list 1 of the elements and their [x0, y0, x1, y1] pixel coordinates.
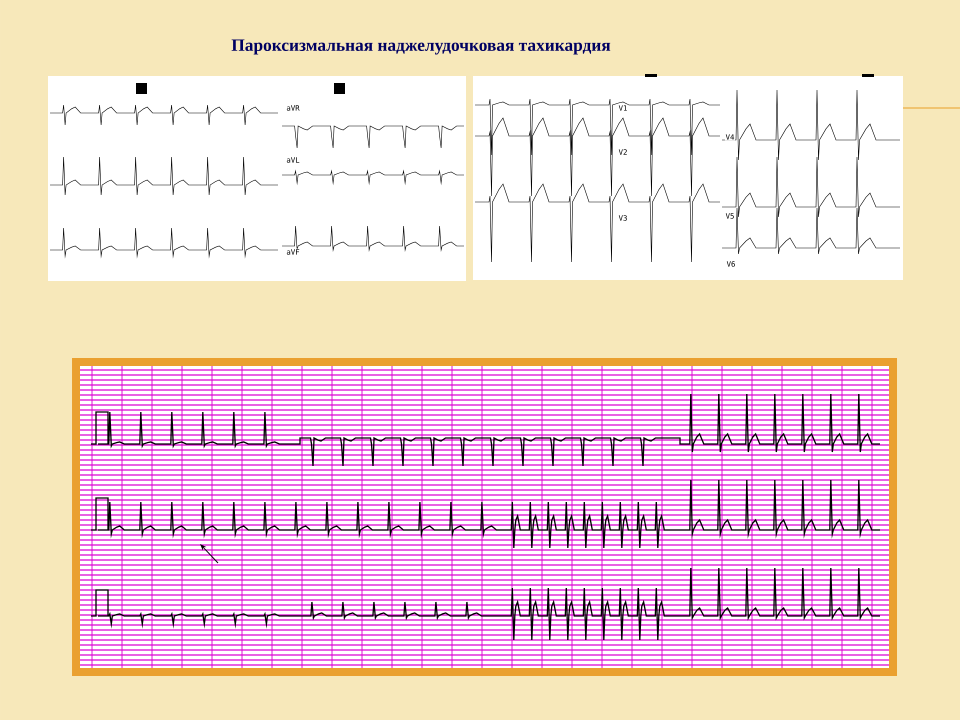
slide-title: Пароксизмальная наджелудочковая тахикардия [232, 39, 610, 55]
